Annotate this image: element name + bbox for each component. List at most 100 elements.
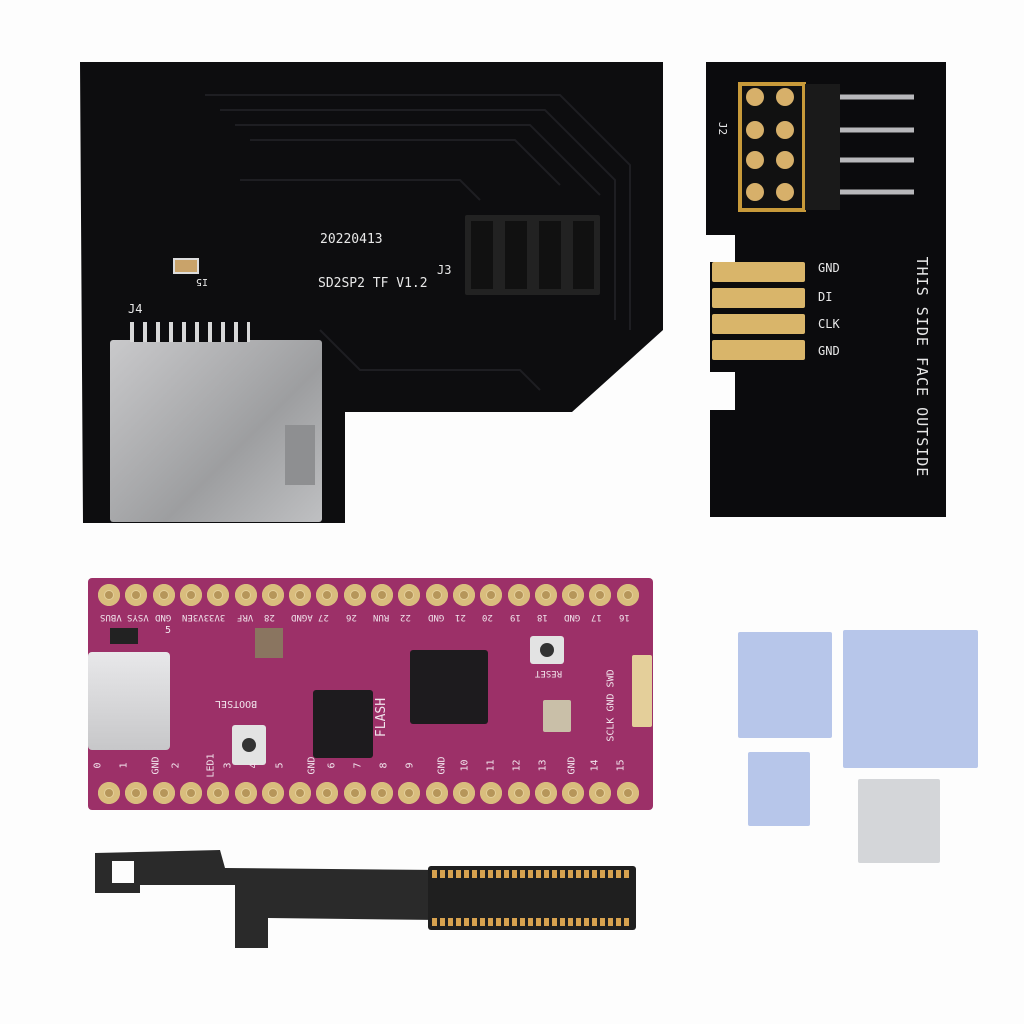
orientation-text: THIS SIDE FACE OUTSIDE [913, 256, 931, 478]
pin-label-bottom: 4 [248, 762, 260, 769]
gpio-pin [480, 584, 503, 606]
gpio-pin [589, 782, 612, 804]
pin-label-top: 3V3EN [181, 612, 209, 622]
pin-label-top: GND [564, 612, 581, 622]
pin-label-bottom: 1 [118, 762, 130, 769]
bootsel-button[interactable] [232, 725, 266, 765]
pin-label-bottom: 11 [485, 759, 497, 772]
slot-latch [285, 425, 315, 485]
gpio-pin [616, 584, 639, 606]
pin-label-bottom: GND [566, 756, 578, 775]
gnd-pad-2 [712, 340, 805, 360]
pin-label-top: 16 [618, 612, 630, 622]
gpio-pin [371, 584, 393, 606]
pin-label-top: 17 [591, 612, 603, 622]
gpio-pin [125, 782, 148, 804]
gpio-pin [425, 584, 448, 606]
gpio-pin [207, 782, 230, 804]
gpio-pin [507, 584, 530, 606]
pin-label-bottom: GND [436, 756, 448, 775]
gpio-pin [534, 782, 557, 804]
rp2040-chip [410, 650, 488, 724]
gpio-pin [343, 584, 366, 606]
pin-label-top: VSYS [127, 612, 149, 622]
pin-label-top: GND [427, 612, 444, 622]
gpio-pin [343, 782, 366, 804]
pin-label-bottom: 3 [222, 762, 234, 769]
diode [110, 628, 138, 644]
reset-label: RESET [535, 668, 563, 678]
pin-label-bottom: 9 [404, 762, 416, 769]
pin-label-bottom: 14 [589, 759, 601, 772]
pin-label-bottom: GND [150, 756, 162, 775]
gpio-pin [616, 782, 639, 804]
gpio-pin [289, 584, 312, 606]
pin-label-bottom: LED1 [205, 753, 217, 778]
pin-label-bottom: 8 [378, 762, 390, 769]
flex-pads-top [432, 870, 632, 878]
pin-label-bottom: 15 [615, 759, 627, 772]
pin-label-bottom: 0 [92, 762, 104, 769]
di-pad [712, 288, 805, 308]
gpio-pin [562, 584, 585, 606]
slot-contacts [130, 322, 250, 342]
pin-label-top: 18 [536, 612, 548, 622]
pin-label-top: VRF [236, 612, 253, 622]
j2-label: J2 [716, 121, 730, 136]
gpio-pin [534, 584, 557, 606]
gpio-pin [261, 782, 284, 804]
board-model: SD2SP2 TF V1.2 [318, 276, 428, 291]
gpio-pin [452, 584, 475, 606]
pin-label-bottom: 7 [352, 762, 364, 769]
gpio-pin [425, 782, 448, 804]
j3-label: J3 [437, 263, 452, 277]
gpio-pin [562, 782, 585, 804]
gpio-pin [316, 782, 339, 804]
gpio-pin [98, 782, 120, 804]
pin-label-bottom: 5 [274, 762, 286, 769]
gpio-pin [179, 782, 202, 804]
crystal [543, 700, 571, 732]
swd-label: SCLK GND SWD [605, 669, 617, 742]
thermal-pad [738, 632, 832, 738]
reset-button[interactable] [530, 636, 564, 664]
pad-label: GND [818, 261, 840, 275]
pin-label-top: 28 [263, 612, 275, 622]
bootsel-label: BOOTSEL [215, 698, 258, 709]
gpio-pin [234, 584, 257, 606]
gpio-pin [507, 782, 530, 804]
pin-label-top: RUN [373, 612, 390, 622]
gpio-pin [398, 584, 421, 606]
gpio-pin [152, 584, 175, 606]
gpio-pin [261, 584, 284, 606]
gpio-pin [316, 584, 339, 606]
pin-label-top: 21 [454, 612, 466, 622]
usb-c-port[interactable] [88, 652, 170, 750]
pin-label-bottom: 2 [170, 762, 182, 769]
thermal-pad-gray [858, 779, 940, 863]
gpio-pin [452, 782, 475, 804]
gnd-pad [712, 262, 805, 282]
clk-pad [712, 314, 805, 334]
pad-label: CLK [818, 317, 840, 331]
gpio-pin [589, 584, 612, 606]
pin-label-bottom: 6 [326, 762, 338, 769]
gpio-pin [398, 782, 421, 804]
j3-header[interactable] [465, 215, 600, 295]
gpio-pin [152, 782, 175, 804]
gpio-pin [480, 782, 503, 804]
j4-label: J4 [128, 302, 143, 316]
pad-label: DI [818, 290, 833, 304]
pin-label-bottom: GND [306, 756, 318, 775]
gpio-pin [207, 584, 230, 606]
thermal-pad [748, 752, 810, 826]
gpio-pin [371, 782, 393, 804]
pin-label-top: 19 [509, 612, 521, 622]
pin-label-top: 3V3 [209, 612, 226, 622]
pin-label-top: GND [154, 612, 171, 622]
gpio-pin [289, 782, 312, 804]
pin-label-top: 22 [400, 612, 412, 622]
pin-label-top: 20 [482, 612, 494, 622]
